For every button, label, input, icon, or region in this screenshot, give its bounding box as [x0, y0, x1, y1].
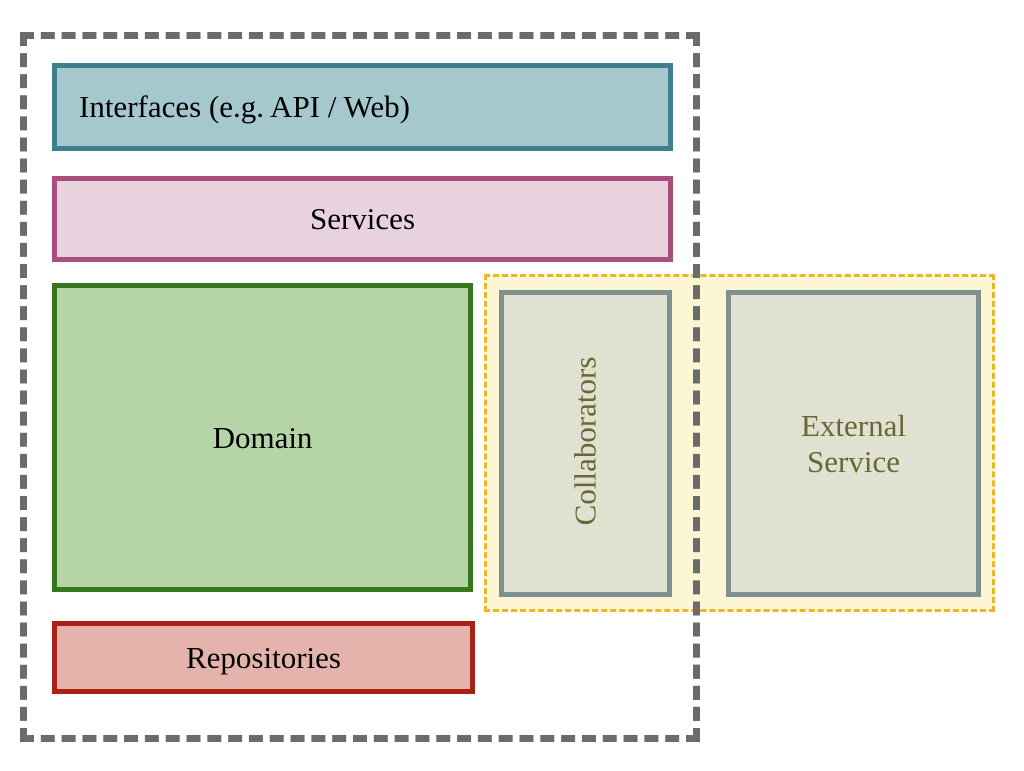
layer-box-services[interactable]: Services: [52, 176, 673, 262]
collaborator-box-external-service[interactable]: External Service: [726, 290, 981, 597]
layer-label-interfaces: Interfaces (e.g. API / Web): [79, 89, 410, 125]
collaborator-box-collaborators[interactable]: Collaborators: [499, 290, 672, 597]
application-boundary-right-edge: [693, 32, 700, 742]
collaborator-label-collaborators: Collaborators: [567, 356, 603, 525]
layer-label-domain: Domain: [212, 419, 313, 455]
layer-label-services: Services: [309, 201, 416, 237]
layer-box-domain[interactable]: Domain: [52, 283, 473, 592]
layer-label-repositories: Repositories: [186, 639, 341, 675]
layer-box-interfaces[interactable]: Interfaces (e.g. API / Web): [52, 63, 673, 151]
collaborator-label-external-service: External Service: [800, 407, 906, 479]
layer-box-repositories[interactable]: Repositories: [52, 621, 475, 694]
